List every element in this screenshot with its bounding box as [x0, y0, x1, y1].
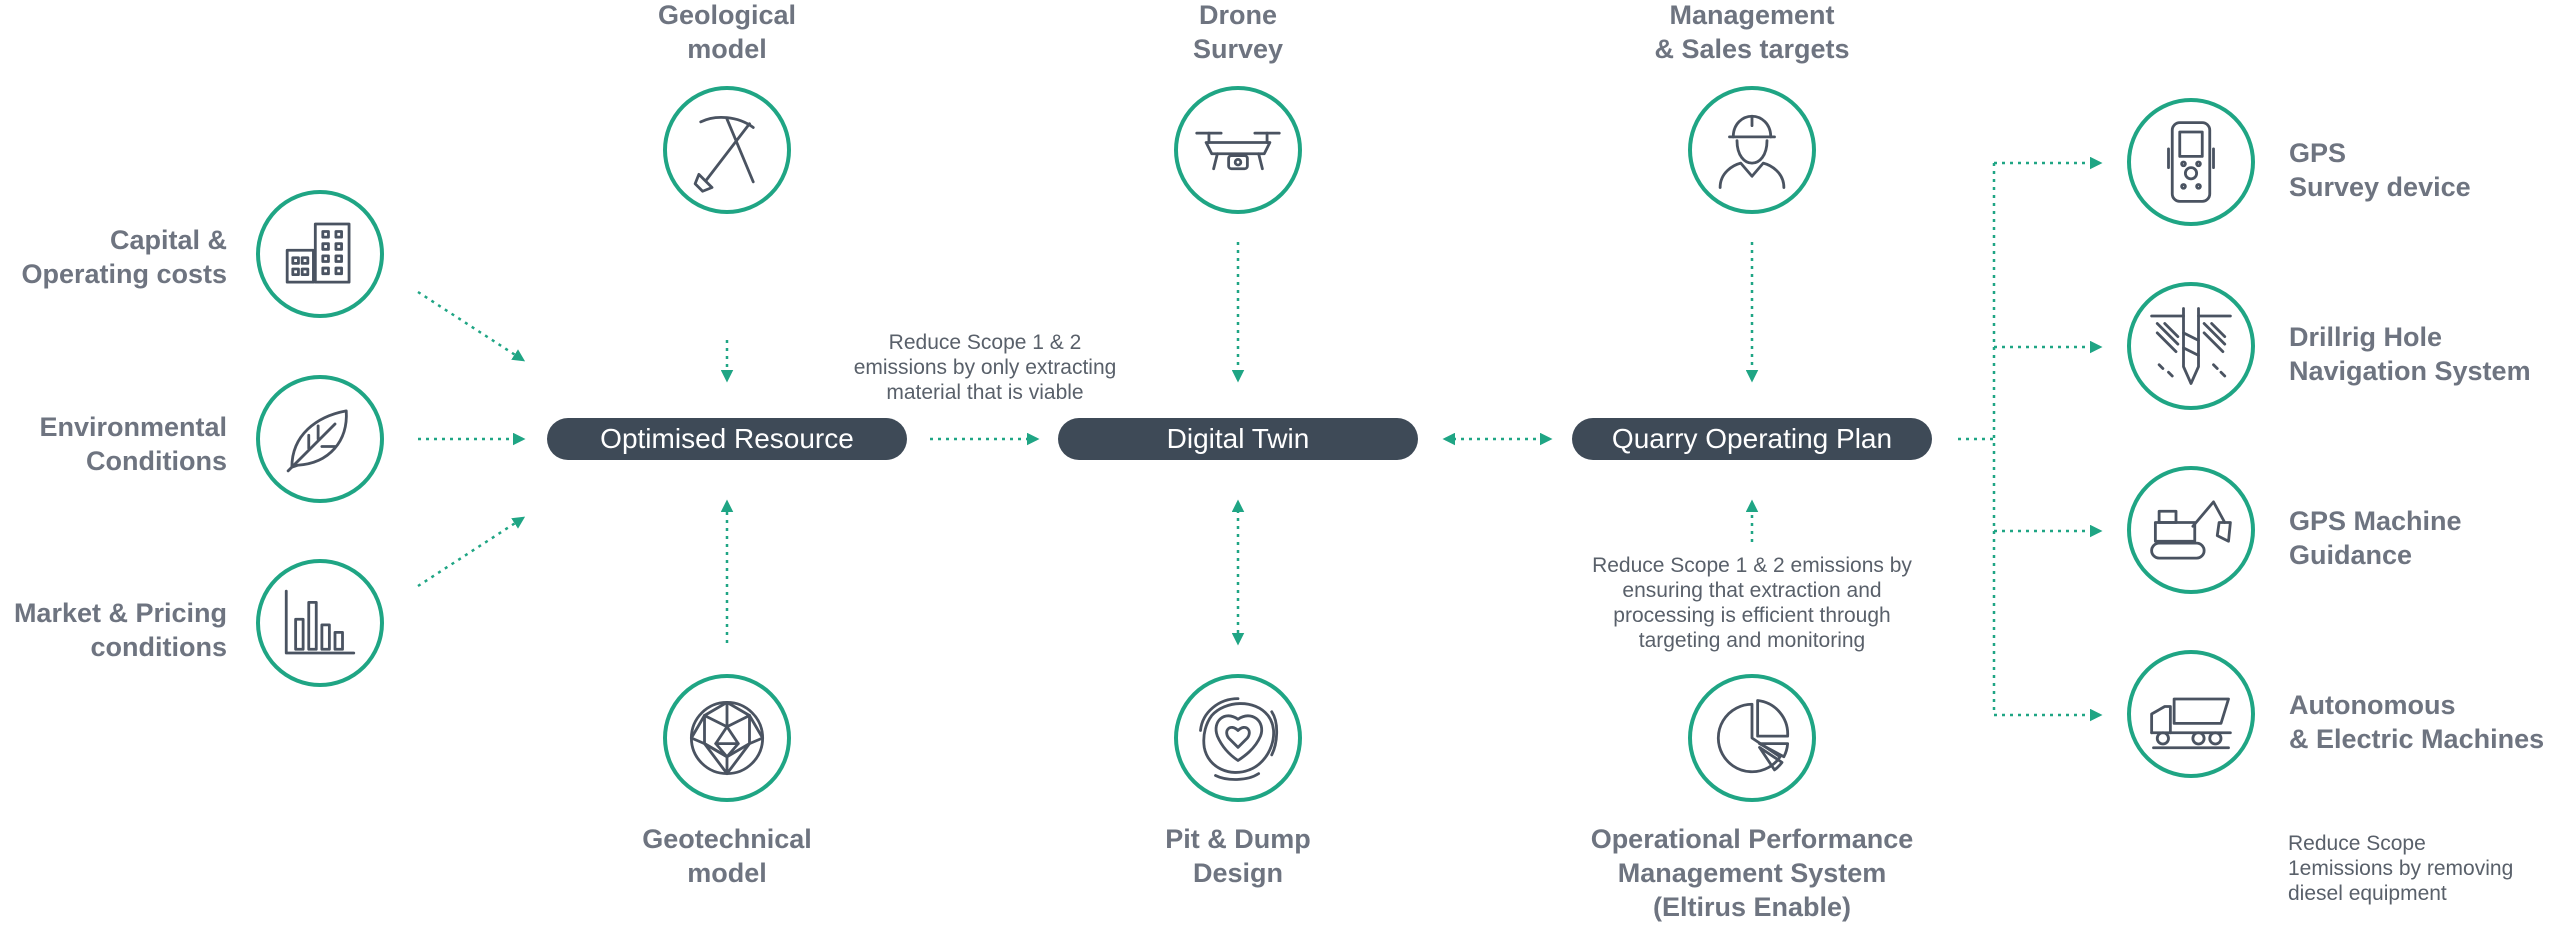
arrow-costs-to-resource	[417, 290, 526, 362]
operational-performance-node	[1688, 674, 1816, 802]
market-pricing-node	[256, 559, 384, 687]
buildings-icon	[285, 222, 351, 284]
leaf-icon	[286, 409, 348, 473]
management-sales-node	[1688, 86, 1816, 214]
geological-model-node	[663, 86, 791, 214]
digital-twin-pill: Digital Twin	[1058, 418, 1418, 460]
gps-handheld-icon	[2167, 121, 2215, 203]
capital-costs-node	[256, 190, 384, 318]
bar-chart-icon	[284, 589, 356, 655]
optimised-resource-pill: Optimised Resource	[547, 418, 907, 460]
geotechnical-model-node	[663, 674, 791, 802]
contour-map-icon	[1199, 697, 1279, 781]
management-sales-label: Management& Sales targets	[1654, 0, 1850, 64]
drill-hole-icon	[2150, 307, 2232, 385]
drone-icon	[1195, 131, 1281, 171]
autonomous-machines-node	[2127, 650, 2255, 778]
excavator-icon	[2150, 500, 2232, 560]
pickaxe-shovel-icon	[693, 115, 755, 193]
capital-costs-label: Capital &Operating costs	[21, 225, 227, 289]
pie-chart-icon	[1716, 699, 1790, 774]
gps-survey-device-node	[2127, 98, 2255, 226]
quarry-operating-plan-pill: Quarry Operating Plan	[1572, 418, 1932, 460]
dump-truck-icon	[2150, 697, 2232, 750]
pit-dump-design-node	[1174, 674, 1302, 802]
arrow-market-to-resource	[417, 516, 526, 588]
environmental-conditions-node	[256, 375, 384, 503]
gps-machine-guidance-node	[2127, 466, 2255, 594]
worker-icon	[1718, 114, 1786, 189]
geodesic-sphere-icon	[689, 700, 765, 776]
drillrig-navigation-node	[2127, 282, 2255, 410]
autonomous-machines-label: Autonomous& Electric Machines	[2289, 690, 2545, 754]
drone-survey-node	[1174, 86, 1302, 214]
